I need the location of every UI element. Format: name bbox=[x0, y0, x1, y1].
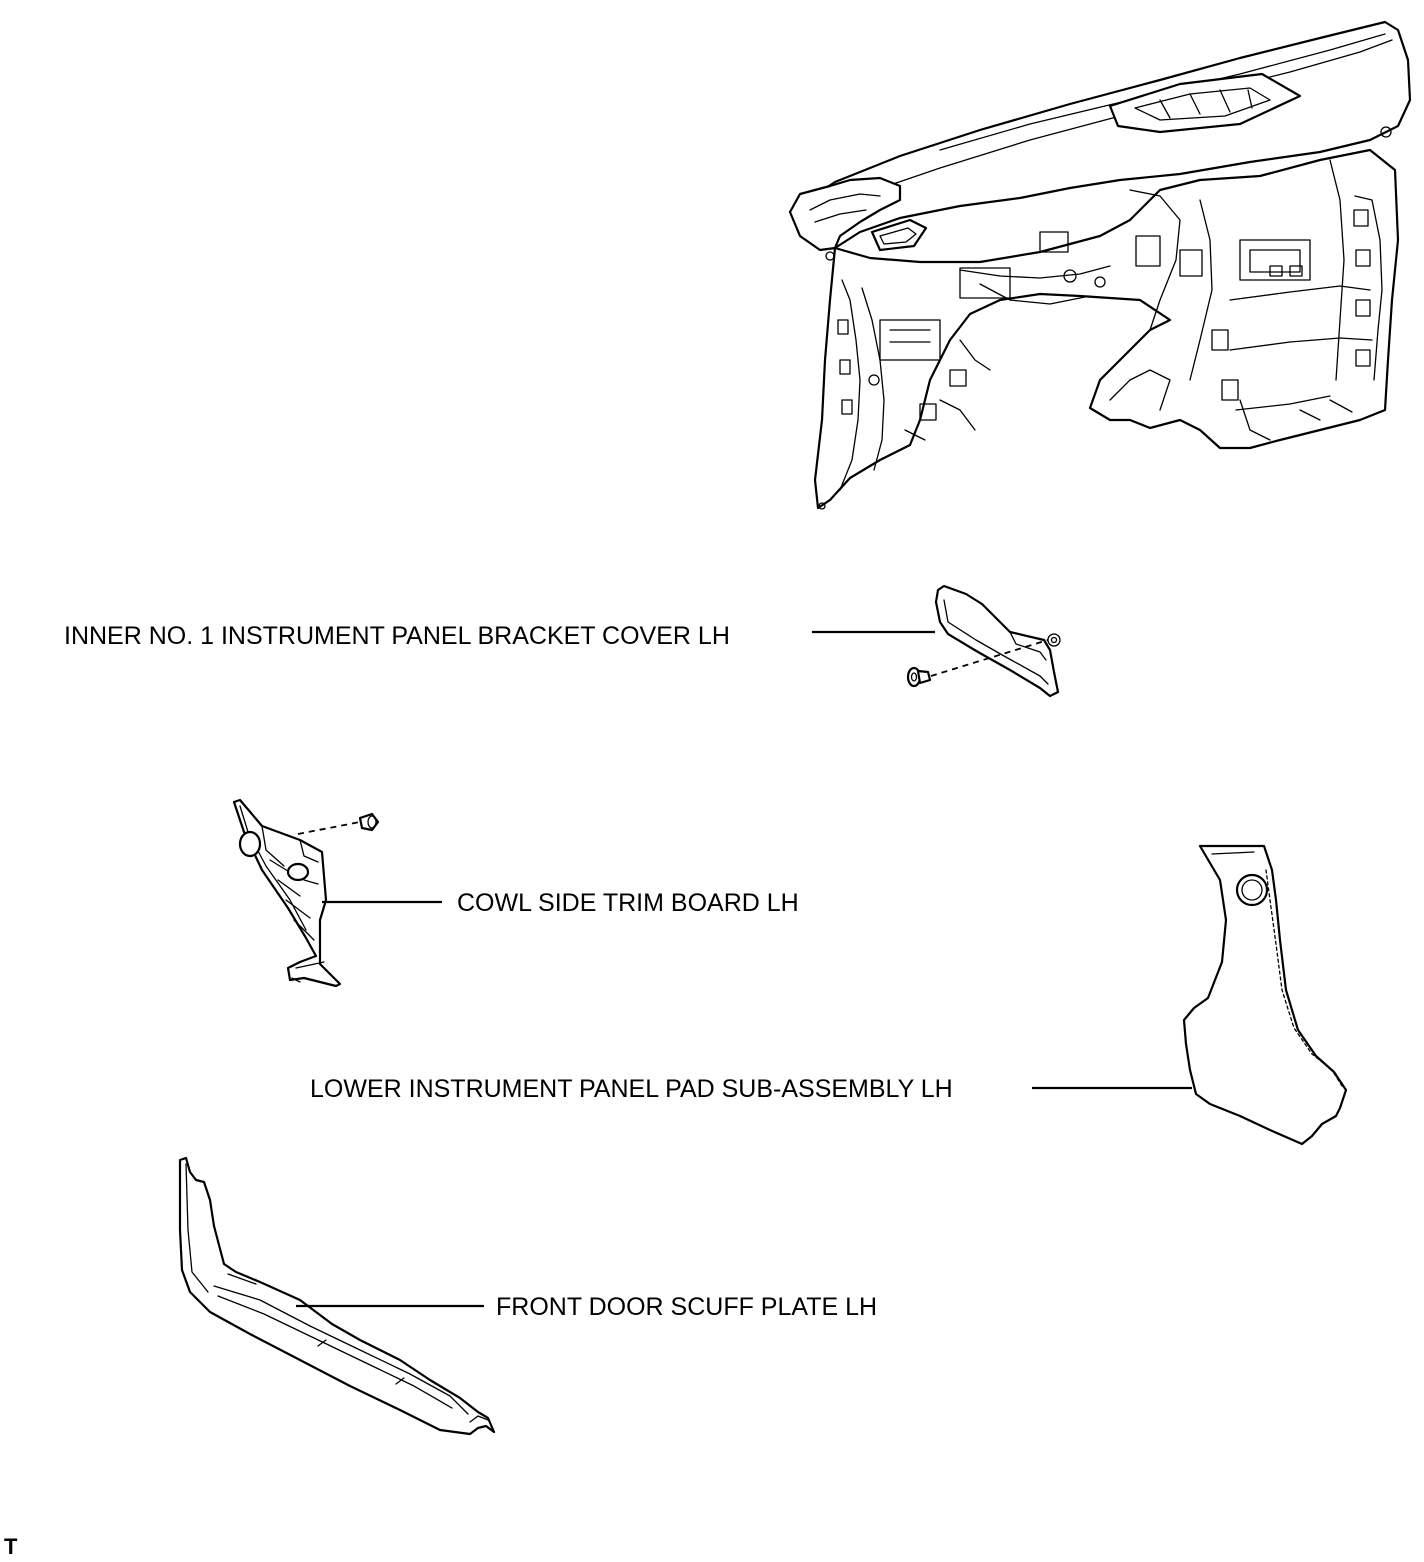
clip-icon bbox=[358, 812, 380, 832]
clip-icon bbox=[906, 666, 932, 688]
scuff-plate-illustration bbox=[178, 1156, 496, 1436]
scuff-plate-label: FRONT DOOR SCUFF PLATE LH bbox=[496, 1293, 877, 1321]
cowl-side-trim-label: COWL SIDE TRIM BOARD LH bbox=[457, 889, 799, 917]
corner-mark: T bbox=[4, 1534, 18, 1559]
lower-panel-pad-illustration bbox=[1182, 844, 1348, 1146]
instrument-panel-illustration bbox=[788, 20, 1412, 510]
lower-panel-pad-label: LOWER INSTRUMENT PANEL PAD SUB-ASSEMBLY … bbox=[310, 1075, 953, 1103]
cowl-side-trim-illustration bbox=[232, 798, 380, 988]
bracket-cover-label: INNER NO. 1 INSTRUMENT PANEL BRACKET COV… bbox=[64, 622, 730, 650]
bracket-cover-illustration bbox=[906, 584, 1061, 698]
